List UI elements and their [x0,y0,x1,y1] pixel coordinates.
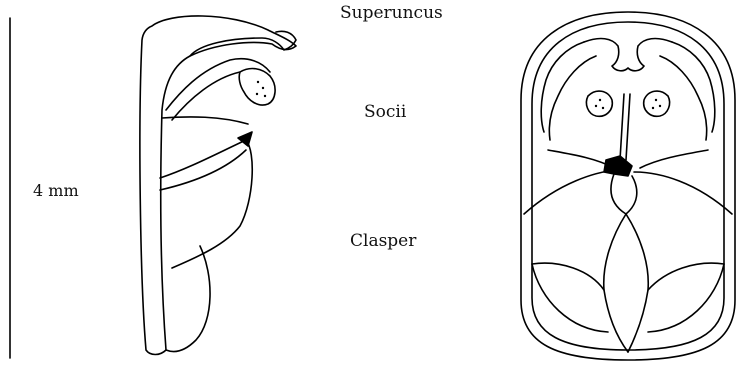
ventral-right-center-lobe [626,176,648,352]
ventral-right-arm-inner [660,56,707,140]
ventral-clasper-knot [604,156,632,176]
ventral-superuncus [584,39,672,71]
ventral-upper-arc [524,170,616,214]
ventral-lower-arc [532,263,604,290]
ventral-left-socius [586,91,612,116]
label-clasper: Clasper [350,231,416,251]
ventral-right-valve [648,264,724,332]
lateral-view [140,16,296,355]
lateral-lower-lobe [166,246,210,352]
lateral-body-outline [140,16,296,355]
scale-label: 4 mm [33,181,79,200]
ventral-upper-arc-right [634,172,732,214]
lateral-inner-arm-2 [172,72,240,120]
lateral-valva [172,140,252,268]
lateral-band-2 [160,140,246,178]
ventral-left-center-lobe [604,174,628,352]
lateral-socius [239,69,275,106]
ventral-left-valve [532,264,608,332]
lateral-clasper-tip [238,132,252,146]
lateral-band-3 [160,150,246,190]
ventral-left-diagonal [548,150,614,168]
label-superuncus: Superuncus [340,3,443,23]
ventral-lower-arc-right [648,263,724,290]
label-socii: Socii [364,102,406,122]
ventral-inner-outline [532,22,724,350]
ventral-view [521,12,735,360]
lateral-band-1 [162,117,248,124]
ventral-right-socius [644,91,670,116]
ventral-central-process [620,94,630,160]
ventral-left-arm-inner [549,56,596,140]
ventral-right-diagonal [640,150,708,168]
